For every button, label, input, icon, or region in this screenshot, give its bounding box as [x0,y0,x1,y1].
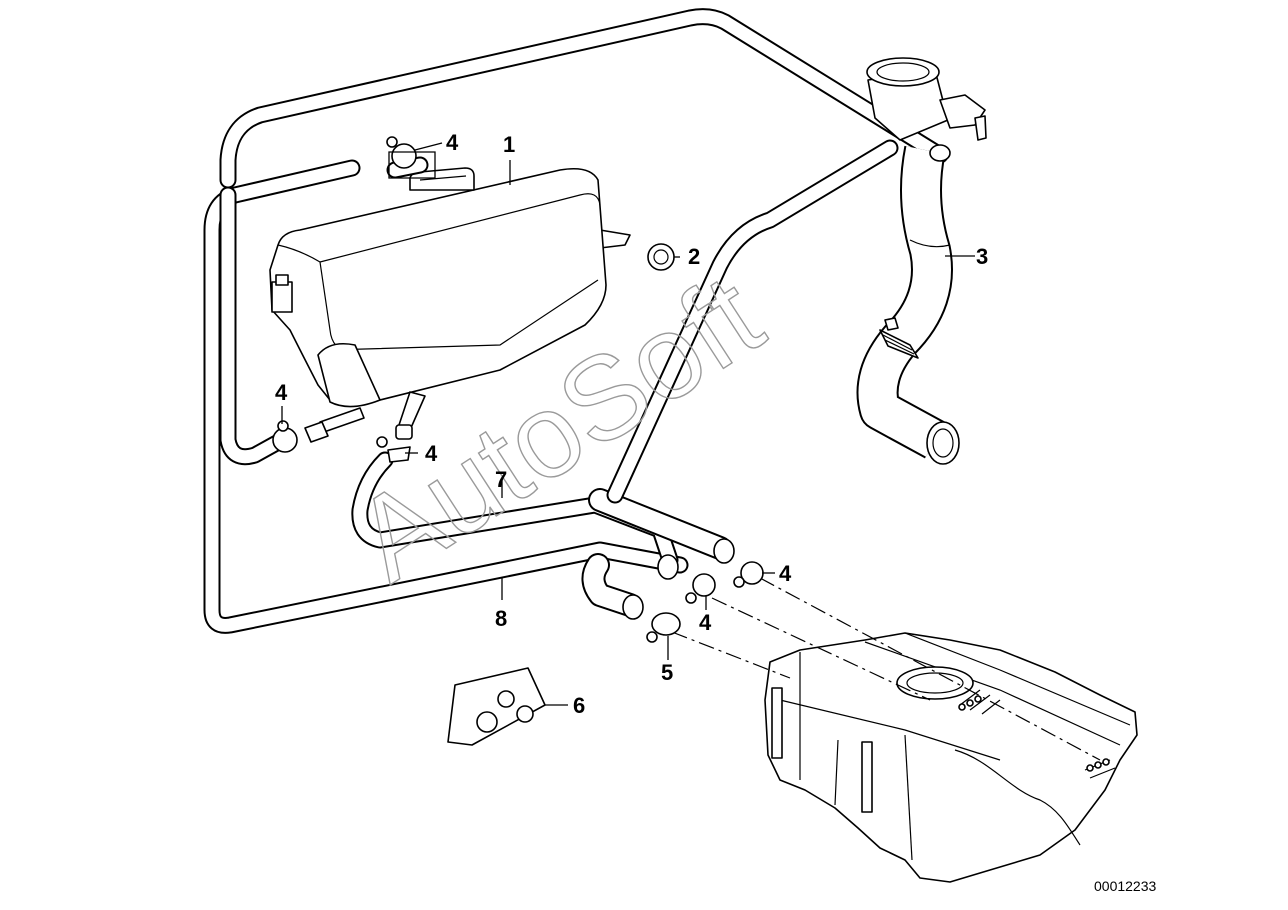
callout-3: 3 [976,244,988,269]
callout-5: 5 [661,660,673,685]
callout-4-lower: 4 [699,610,712,635]
filler-vent-pipe [606,139,899,504]
hose-clamp-upper [386,136,417,169]
callout-2: 2 [688,244,700,269]
hose-clamp-mid [376,436,411,463]
vent-line-outer [219,8,949,189]
rubber-mount [447,667,546,746]
callout-4-upper: 4 [446,130,459,155]
callout-4-mid: 4 [425,441,438,466]
callout-4-left: 4 [275,380,288,405]
grommet [647,243,675,271]
filler-neck [856,57,987,465]
drawing-number: 00012233 [1094,878,1157,894]
hose-clamp-lower [685,573,716,604]
hose-clamp-right [733,561,764,588]
callout-8: 8 [495,606,507,631]
callout-4-right: 4 [779,561,792,586]
leader-lines [281,142,975,706]
hose-clamp-5 [646,612,681,643]
hose-clamp-left [272,420,298,453]
assembly-lines [671,577,1101,761]
fuel-tank [764,632,1138,883]
expansion-tank [269,167,631,443]
hose-set [351,451,735,620]
callout-7: 7 [495,467,507,492]
callout-1: 1 [503,132,515,157]
callout-6: 6 [573,693,585,718]
